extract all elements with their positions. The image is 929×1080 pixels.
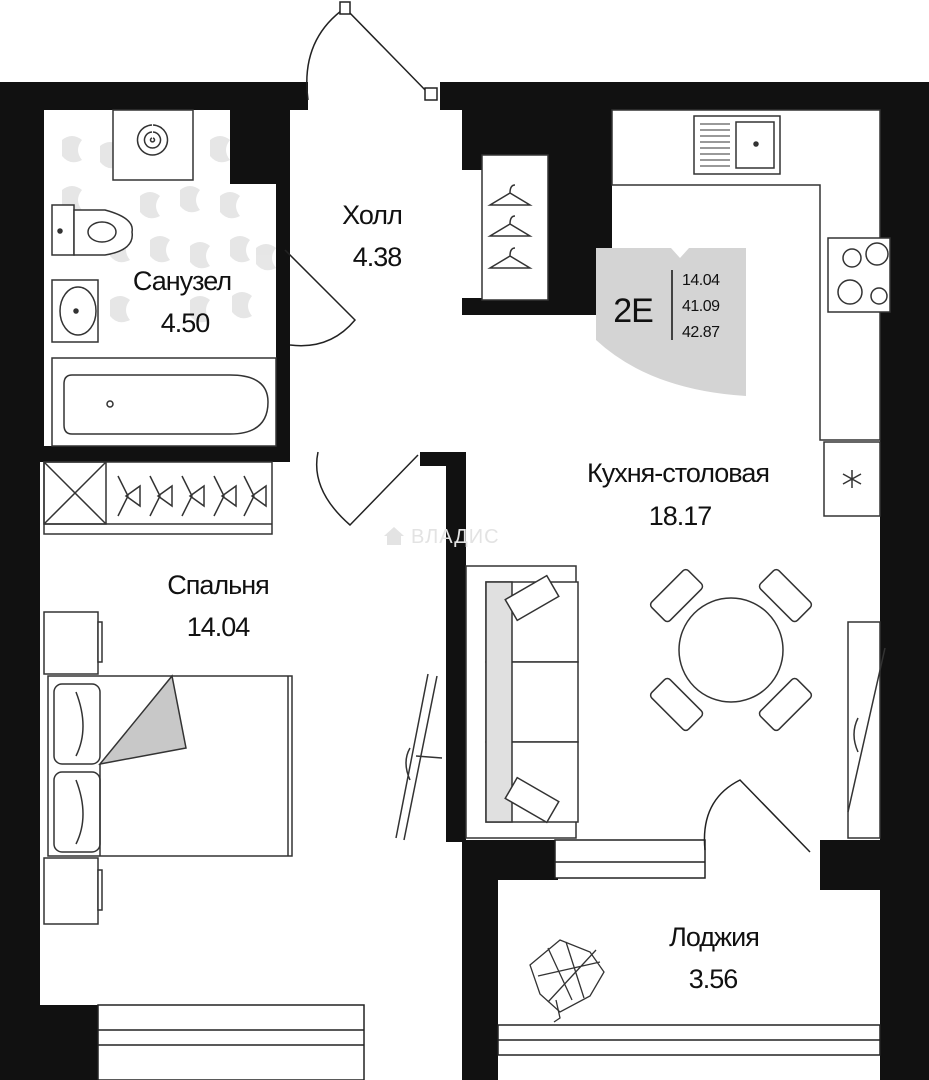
badge-value-living-area: 14.04	[682, 272, 720, 289]
wall-left-lower	[0, 462, 40, 1080]
kitchen-counter	[611, 109, 881, 441]
wall-right	[880, 82, 929, 1080]
room-name-kitchen: Кухня-столовая	[587, 458, 770, 488]
room-area-bathroom: 4.50	[160, 308, 211, 338]
wall-bath-bottom	[0, 446, 290, 462]
wall-loggia-top-right	[820, 840, 929, 890]
kitchen-furniture	[611, 109, 891, 517]
door-entrance	[306, 7, 431, 101]
watermark-text: ВЛАДИС	[411, 526, 500, 548]
bathroom-fixtures	[51, 109, 277, 447]
apartment-code: 2E	[613, 292, 654, 330]
house-icon	[384, 527, 404, 545]
wall-closet-bottom	[462, 298, 612, 315]
wall-loggia-top-left	[462, 840, 558, 880]
bedroom-furniture	[43, 611, 443, 925]
door-bedroom	[315, 451, 419, 527]
wall-bath-right	[276, 110, 290, 450]
bedroom-wardrobe	[43, 461, 273, 535]
window-kitchen	[554, 839, 706, 879]
wall-bottom-right-pier	[880, 1000, 929, 1080]
kitchen-console	[847, 621, 886, 839]
room-area-loggia: 3.56	[688, 964, 739, 994]
windows	[97, 839, 881, 1080]
room-name-hall: Холл	[342, 200, 403, 230]
hall-wardrobe	[481, 154, 549, 301]
wall-top-left	[0, 82, 308, 110]
room-area-hall: 4.38	[352, 242, 403, 272]
nightstand-bottom	[43, 857, 99, 925]
wall-bath-hall-stub	[230, 110, 290, 184]
room-name-loggia: Лоджия	[669, 922, 760, 952]
doors	[284, 1, 811, 853]
toilet-tank	[51, 204, 75, 256]
loggia-plant	[529, 939, 605, 1023]
room-area-bedroom: 14.04	[186, 612, 251, 642]
bed-blanket-fold	[98, 674, 187, 766]
dining-table	[649, 568, 813, 732]
wall-bedroom-right	[446, 452, 466, 842]
room-name-bathroom: Санузел	[132, 266, 232, 296]
badge-value-total-area: 41.09	[682, 298, 720, 315]
room-area-kitchen: 18.17	[648, 501, 713, 531]
door-bathroom	[284, 249, 357, 347]
apartment-badge	[596, 248, 746, 396]
desk-chair	[395, 673, 438, 841]
nightstand-top	[43, 611, 99, 675]
door-loggia	[703, 779, 811, 853]
room-name-bedroom: Спальня	[167, 570, 269, 600]
watermark: ВЛАДИС	[383, 526, 500, 549]
wall-left-upper	[0, 82, 44, 462]
wall-bottom-left	[0, 1005, 98, 1080]
badge-value-total-with-loggia: 42.87	[682, 324, 720, 341]
window-bedroom	[97, 1004, 365, 1080]
sofa	[465, 565, 579, 839]
